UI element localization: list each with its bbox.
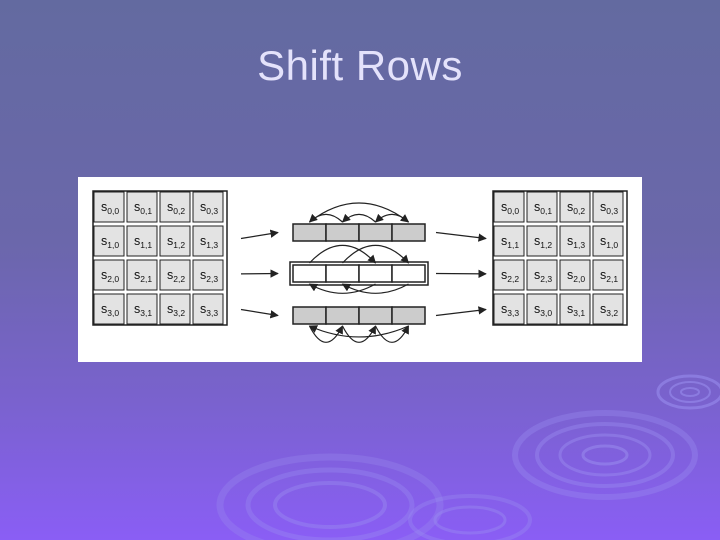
rotation-arrow: [374, 213, 409, 223]
output-cell: [559, 259, 591, 291]
rotation-arrows: [308, 202, 410, 343]
output-cell: [592, 225, 624, 257]
slide-title: Shift Rows: [257, 42, 463, 89]
input-cell: [126, 225, 158, 257]
shift-register-cell: [292, 223, 327, 242]
rotation-arrow: [341, 325, 377, 343]
rotation-arrow: [341, 213, 376, 223]
input-cell: [159, 293, 191, 325]
output-cell: [592, 191, 624, 223]
shift-register-cell: [325, 264, 360, 283]
shift-register-cell: [391, 306, 426, 325]
input-cell: [192, 293, 224, 325]
register-to-output-arrow: [435, 306, 487, 317]
rotation-arrow: [309, 202, 410, 223]
shift-register-cell: [292, 264, 327, 283]
shift-register-cell: [391, 264, 426, 283]
output-cell: [493, 293, 525, 325]
output-cell: [559, 225, 591, 257]
shift-register-cell: [325, 223, 360, 242]
output-cell: [526, 225, 558, 257]
output-cell: [526, 259, 558, 291]
rotation-arrow: [342, 244, 410, 264]
output-cell: [493, 259, 525, 291]
rotation-arrow: [309, 244, 377, 264]
input-cell: [159, 191, 191, 223]
input-cell: [159, 259, 191, 291]
rotation-arrow: [374, 325, 410, 343]
rotation-arrow: [308, 213, 343, 223]
input-cell: [93, 191, 125, 223]
rotation-arrow: [308, 283, 376, 294]
row-connector-arrows: [240, 229, 487, 319]
shift-register-cell: [358, 306, 393, 325]
shift-register-cell: [325, 306, 360, 325]
input-cell: [93, 225, 125, 257]
output-cell: [526, 293, 558, 325]
input-cell: [126, 259, 158, 291]
input-cell: [159, 225, 191, 257]
output-cell: [526, 191, 558, 223]
rotation-arrow: [308, 325, 409, 338]
input-cell: [126, 191, 158, 223]
shift-register-cell: [358, 264, 393, 283]
output-cell: [493, 191, 525, 223]
input-to-register-arrow: [240, 229, 279, 240]
input-cell: [192, 259, 224, 291]
input-cell: [93, 293, 125, 325]
input-cell: [192, 191, 224, 223]
output-cell: [559, 191, 591, 223]
input-cell: [192, 225, 224, 257]
output-cell: [592, 293, 624, 325]
shift-register-cell: [358, 223, 393, 242]
output-cell: [493, 225, 525, 257]
output-cell: [559, 293, 591, 325]
input-cell: [126, 293, 158, 325]
register-to-output-arrow: [435, 231, 487, 242]
input-to-register-arrow: [240, 308, 279, 319]
rotation-arrow: [341, 283, 409, 294]
shift-register-cell: [391, 223, 426, 242]
input-cell: [93, 259, 125, 291]
shift-register-cell: [292, 306, 327, 325]
output-cell: [592, 259, 624, 291]
shift-row-registers: [289, 223, 429, 325]
